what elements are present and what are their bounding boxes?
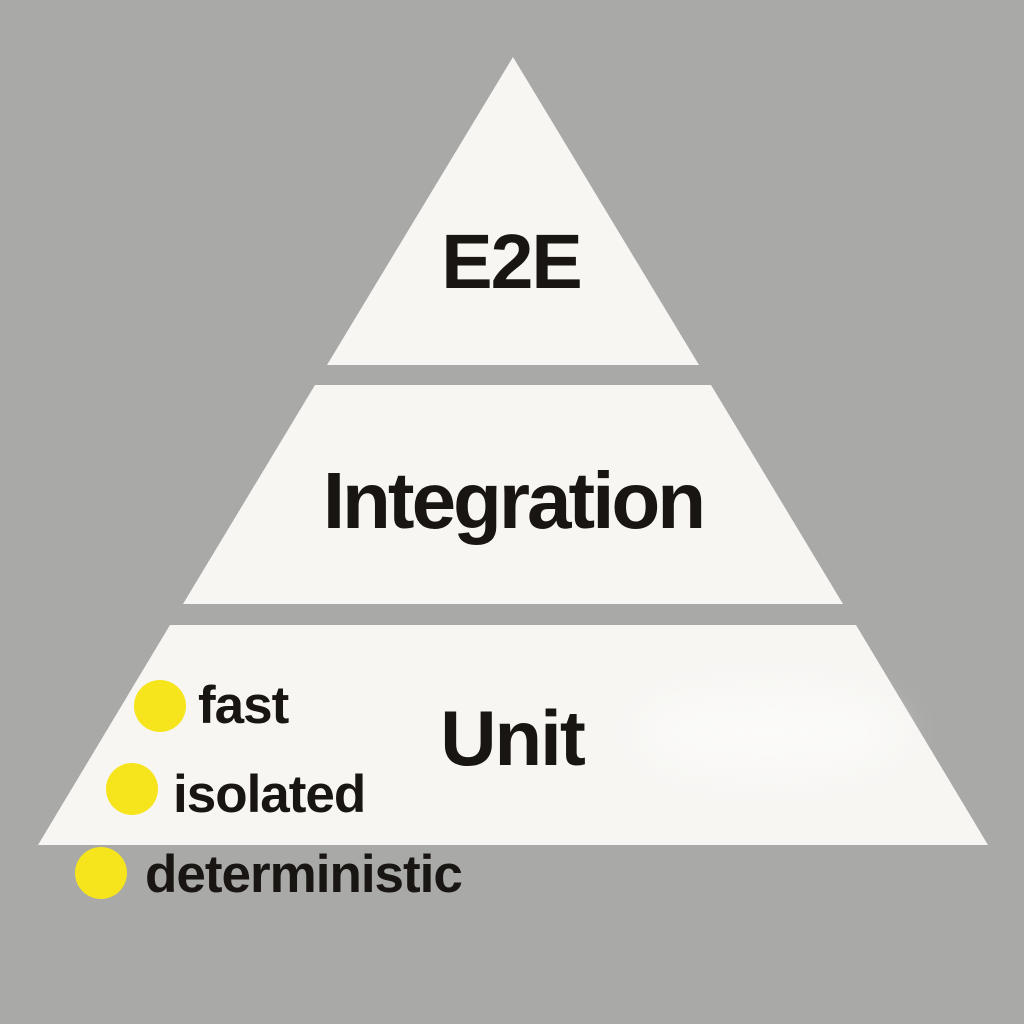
pyramid-level-e2e-shape [327,57,699,365]
level-label-integration: Integration [323,456,703,545]
bullet-dot-icon [75,847,127,899]
pyramid-level-unit-shape [38,625,988,845]
bullet-dot-icon [134,680,186,732]
characteristic-item-fast: fast [134,676,290,735]
characteristic-label-deterministic: deterministic [145,845,462,904]
characteristic-label-fast: fast [198,676,289,735]
level-label-unit: Unit [440,694,586,782]
pyramid-level-integration-shape [183,385,843,604]
bullet-dot-icon [106,763,158,815]
characteristic-item-deterministic: deterministic [75,845,463,904]
characteristic-item-isolated: isolated [106,763,366,824]
characteristic-label-isolated: isolated [173,765,365,824]
level-label-e2e: E2E [441,219,581,305]
highlight-sheen [640,692,900,772]
